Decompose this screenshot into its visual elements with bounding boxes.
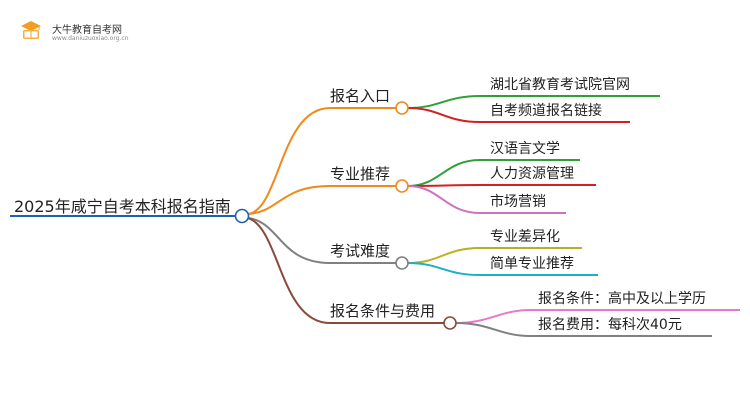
branch-4-node-circle: [443, 316, 457, 330]
leaf-4-2-label: 报名费用：每科次40元: [538, 317, 682, 333]
branch-3-label: 考试难度: [330, 242, 391, 260]
root-node-circle: [234, 208, 250, 224]
leaf-2-1-label: 汉语言文学: [490, 141, 560, 157]
graduation-book-logo-icon: [21, 21, 41, 39]
site-logo: 大牛教育自考网 www.daniuzuoxiao.org.cn: [16, 16, 136, 48]
leaf-2-3-label: 市场营销: [490, 194, 546, 210]
leaf-3-1-label: 专业差异化: [490, 229, 560, 245]
branch-2-node-circle: [395, 179, 409, 193]
edge-branch-1-leaf-2: [407, 107, 630, 123]
edge-branch-2-leaf-2: [407, 184, 596, 187]
branch-1-label: 报名入口: [330, 87, 391, 105]
branch-2-label: 专业推荐: [330, 165, 391, 183]
branch-3-node-circle: [395, 256, 409, 270]
logo-site-name: 大牛教育自考网: [52, 25, 122, 36]
edge-root-branch-1: [247, 107, 396, 215]
branch-1-node-circle: [395, 101, 409, 115]
edge-root-branch-3: [247, 217, 396, 264]
logo-site-url: www.daniuzuoxiao.org.cn: [52, 35, 129, 42]
edge-branch-3-leaf-1: [407, 247, 582, 264]
leaf-3-2-label: 简单专业推荐: [490, 256, 574, 272]
edge-root-branch-2: [247, 185, 396, 215]
leaf-2-2-label: 人力资源管理: [490, 166, 574, 182]
leaf-1-2-label: 自考频道报名链接: [490, 103, 602, 119]
edge-branch-4-leaf-2: [455, 322, 712, 337]
root-topic: 2025年咸宁自考本科报名指南: [14, 197, 231, 216]
edge-root-branch-4: [247, 217, 444, 324]
edge-branch-2-leaf-3: [407, 185, 566, 214]
leaf-1-1-label: 湖北省教育考试院官网: [490, 77, 630, 93]
leaf-4-1-label: 报名条件：高中及以上学历: [538, 291, 706, 307]
edge-branch-3-leaf-2: [407, 262, 598, 276]
edge-branch-2-leaf-1: [407, 159, 580, 187]
branch-4-label: 报名条件与费用: [330, 302, 436, 320]
